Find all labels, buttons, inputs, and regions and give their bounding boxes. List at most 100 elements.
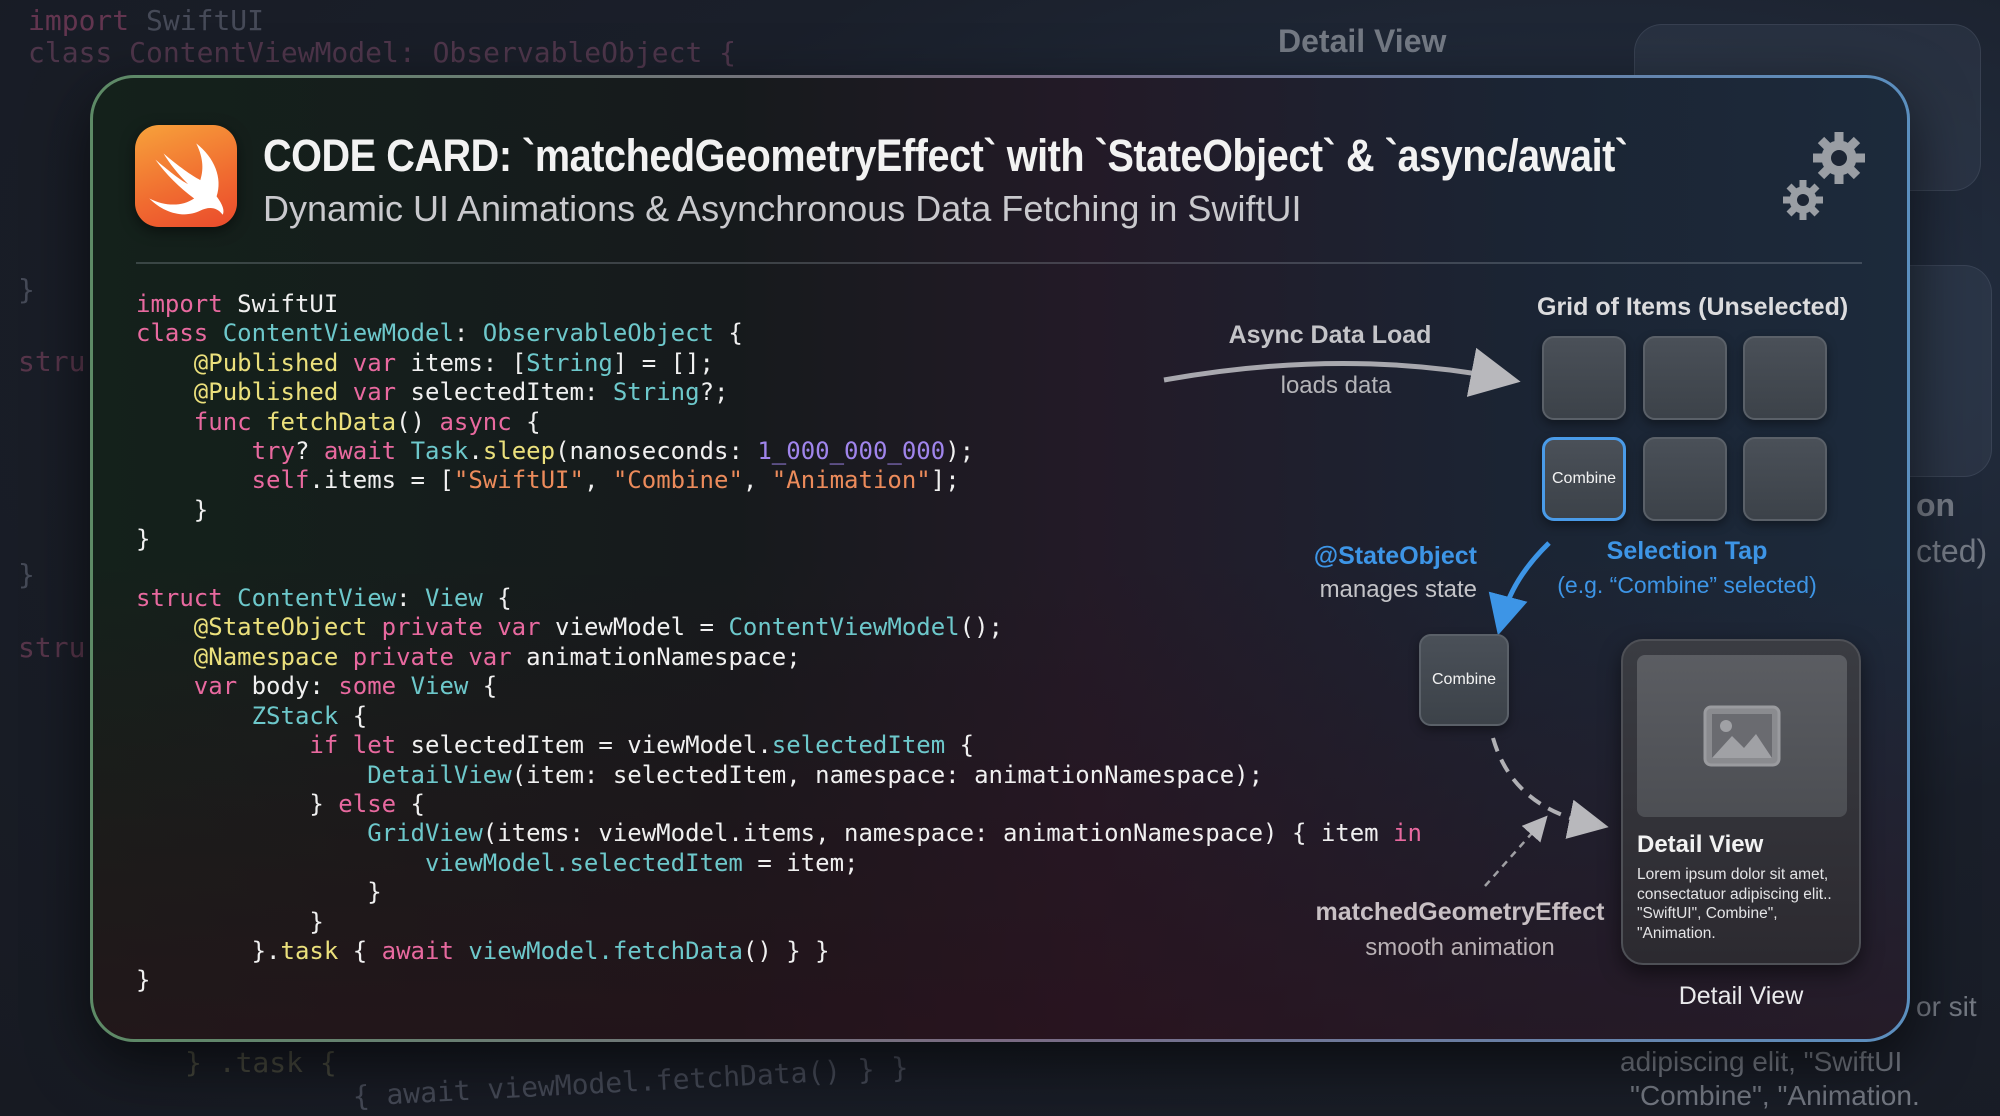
code-token: ObservableObject bbox=[482, 319, 714, 348]
grid-item-selected[interactable]: Combine bbox=[1542, 437, 1626, 521]
code-token: selectedItem: bbox=[396, 378, 613, 407]
mge-pointer-arrow bbox=[1484, 815, 1548, 887]
async-sublabel: loads data bbox=[1280, 372, 1392, 399]
code-token: var bbox=[352, 378, 397, 407]
code-token: var bbox=[352, 348, 397, 377]
code-token: : bbox=[396, 584, 426, 613]
code-token: SwiftUI bbox=[222, 290, 339, 318]
code-token: Task bbox=[410, 437, 469, 466]
grid-item[interactable] bbox=[1743, 336, 1827, 420]
page-subtitle: Dynamic UI Animations & Asynchronous Dat… bbox=[263, 188, 1302, 229]
code-token: items: [ bbox=[396, 348, 527, 377]
selection-label: Selection Tap bbox=[1606, 537, 1768, 565]
code-token: .items = [ bbox=[309, 466, 454, 495]
code-token: @Published bbox=[193, 348, 339, 377]
code-line: @StateObject private var viewModel = Con… bbox=[136, 613, 1422, 642]
bg-fragment: on bbox=[1916, 487, 1956, 523]
code-token: ContentView bbox=[237, 584, 397, 613]
code-token: private var bbox=[381, 613, 541, 642]
divider bbox=[136, 262, 1862, 264]
code-token: else bbox=[338, 789, 397, 818]
code-token: body: bbox=[237, 672, 339, 701]
image-placeholder-icon bbox=[1637, 655, 1847, 817]
code-token: async bbox=[439, 407, 512, 436]
code-token: { bbox=[482, 584, 512, 613]
detail-title: Detail View bbox=[1637, 831, 1764, 858]
gear-icon bbox=[1781, 128, 1871, 223]
grid-item[interactable] bbox=[1743, 437, 1827, 521]
swift-logo-icon bbox=[135, 125, 237, 227]
code-token: DetailView bbox=[367, 760, 512, 789]
code-token: "Combine" bbox=[612, 466, 743, 495]
code-line: try? await Task.sleep(nanoseconds: 1_000… bbox=[136, 437, 1422, 466]
code-line: ZStack { bbox=[136, 702, 1422, 731]
grid-item[interactable] bbox=[1542, 336, 1626, 420]
code-line: } bbox=[136, 496, 1422, 525]
code-line: } bbox=[136, 966, 1422, 995]
code-token: fetchData bbox=[266, 407, 397, 436]
code-line: } bbox=[136, 525, 1422, 554]
code-line: } bbox=[136, 878, 1422, 907]
code-token: sleep bbox=[482, 437, 556, 466]
bg-code-line: class ContentViewModel: ObservableObject… bbox=[28, 36, 737, 69]
code-token: { bbox=[511, 407, 541, 436]
code-token: try bbox=[251, 437, 295, 466]
code-token: viewModel = bbox=[540, 613, 729, 642]
code-token: } bbox=[136, 525, 151, 554]
code-token: ZStack bbox=[251, 701, 339, 730]
code-token: (item: selectedItem, namespace: animatio… bbox=[511, 760, 1264, 789]
code-token: @Namespace bbox=[193, 642, 339, 671]
code-token: func bbox=[193, 407, 252, 436]
stateobject-sublabel: manages state bbox=[1319, 576, 1477, 603]
code-token: String bbox=[526, 348, 613, 377]
code-token: } bbox=[136, 789, 339, 818]
code-line: if let selectedItem = viewModel.selected… bbox=[136, 731, 1422, 760]
code-token: , bbox=[583, 466, 613, 495]
code-token: GridView bbox=[367, 819, 483, 848]
code-line: @Published var selectedItem: String?; bbox=[136, 378, 1422, 407]
code-token: @StateObject bbox=[193, 613, 368, 642]
grid-item[interactable] bbox=[1643, 437, 1727, 521]
code-token: "Animation" bbox=[771, 466, 931, 495]
code-token: self bbox=[251, 466, 310, 495]
code-token: some bbox=[338, 672, 397, 701]
code-line: viewModel.selectedItem = item; bbox=[136, 849, 1422, 878]
stateobject-label: @StateObject bbox=[1313, 542, 1477, 570]
detail-caption: Detail View bbox=[1678, 982, 1804, 1010]
grid-item[interactable] bbox=[1643, 336, 1727, 420]
code-token: import bbox=[136, 290, 223, 318]
code-line: self.items = ["SwiftUI", "Combine", "Ani… bbox=[136, 466, 1422, 495]
code-token: { bbox=[338, 701, 368, 730]
bg-fragment: adipiscing elit, "SwiftUI bbox=[1620, 1046, 1903, 1077]
code-token: }. bbox=[136, 936, 281, 965]
grid-title: Grid of Items (Unselected) bbox=[1537, 293, 1849, 321]
code-token: String bbox=[612, 378, 700, 407]
selection-arrow bbox=[1488, 541, 1551, 636]
code-token: struct bbox=[136, 584, 223, 613]
bg-fragment: "Combine", "Animation. bbox=[1630, 1080, 1920, 1111]
code-line: GridView(items: viewModel.items, namespa… bbox=[136, 819, 1422, 848]
code-token: selectedItem = viewModel. bbox=[396, 731, 772, 760]
code-token: class bbox=[136, 319, 209, 348]
code-token: in bbox=[1393, 819, 1422, 848]
code-line: @Namespace private var animationNamespac… bbox=[136, 643, 1422, 672]
code-token: , bbox=[742, 466, 772, 495]
code-line: struct ContentView: View { bbox=[136, 584, 1422, 613]
code-token: { bbox=[713, 319, 743, 348]
code-token: "SwiftUI" bbox=[453, 466, 584, 495]
bg-code-line: } bbox=[18, 273, 35, 306]
code-token: animationNamespace; bbox=[511, 642, 801, 671]
code-line: var body: some View { bbox=[136, 672, 1422, 701]
code-token: (items: viewModel.items, namespace: anim… bbox=[482, 819, 1394, 848]
code-token: () } } bbox=[742, 936, 830, 965]
code-token: ContentViewModel bbox=[222, 319, 454, 348]
moving-item-tile: Combine bbox=[1419, 634, 1509, 726]
code-token: await bbox=[381, 936, 454, 965]
selection-sublabel: (e.g. “Combine” selected) bbox=[1557, 572, 1817, 598]
code-token: private var bbox=[352, 642, 512, 671]
code-token: () bbox=[396, 407, 440, 436]
code-token: . bbox=[468, 437, 483, 466]
async-arrow bbox=[1163, 347, 1521, 397]
code-token: ]; bbox=[930, 466, 960, 495]
code-token: ? bbox=[294, 437, 324, 466]
